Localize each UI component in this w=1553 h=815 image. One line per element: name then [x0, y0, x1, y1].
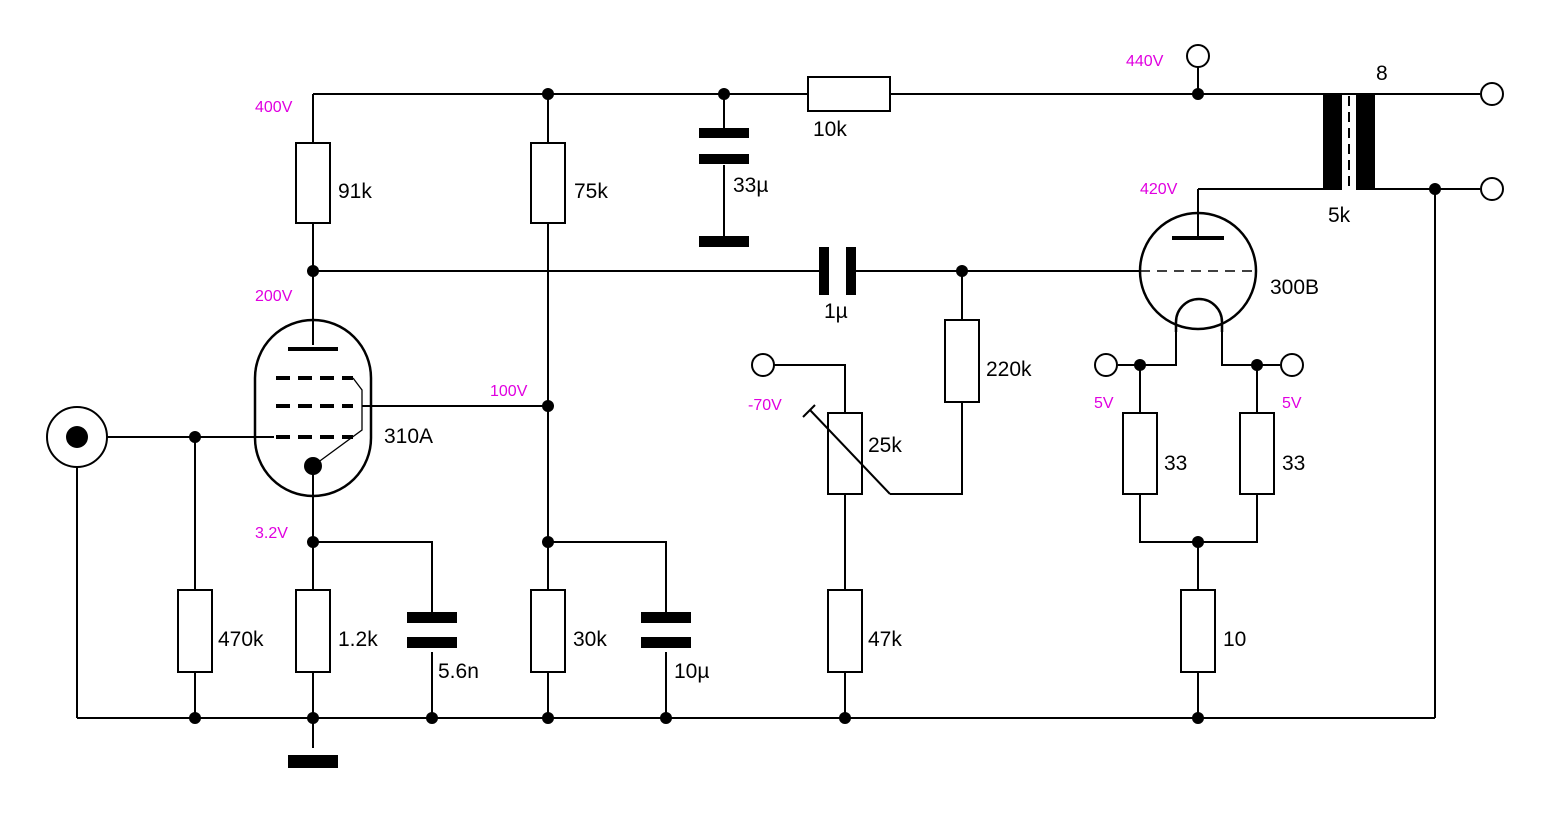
cap-33u-plate-a — [699, 128, 749, 138]
terminals — [46, 44, 1504, 468]
ground-symbol — [288, 755, 338, 768]
label-220k: 220k — [986, 358, 1032, 381]
cap-1u-plate-b — [846, 247, 856, 295]
resistor-10k — [807, 76, 891, 112]
output-transformer — [1323, 94, 1375, 190]
resistor-33-left — [1122, 412, 1158, 495]
terminal-filament-left — [1094, 353, 1118, 377]
voltage-neg70v: -70V — [748, 397, 782, 414]
label-33-left: 33 — [1164, 452, 1187, 475]
cap-5n6-plate-b — [407, 637, 457, 648]
tube-300b-filament — [1174, 297, 1224, 332]
input-jack-center — [66, 426, 88, 448]
transformer-secondary-core — [1356, 94, 1375, 190]
ground-33u — [699, 236, 749, 247]
resistor-1-2k — [295, 589, 331, 673]
label-5-6n: 5.6n — [438, 660, 479, 683]
wire-30k-bypass — [548, 541, 667, 718]
label-10: 10 — [1223, 628, 1246, 651]
resistor-220k — [944, 319, 980, 403]
resistor-33-right — [1239, 412, 1275, 495]
cap-10u-plate-b — [641, 637, 691, 648]
label-10u: 10µ — [674, 660, 709, 683]
voltage-440v: 440V — [1126, 53, 1164, 70]
terminal-speaker-cold — [1480, 177, 1504, 201]
label-1u: 1µ — [824, 300, 848, 323]
terminal-filament-right — [1280, 353, 1304, 377]
terminal-bias — [751, 353, 775, 377]
label-1-2k: 1.2k — [338, 628, 378, 651]
voltage-3-2v: 3.2V — [255, 525, 288, 542]
wire-secondary — [1373, 188, 1480, 718]
voltage-200v: 200V — [255, 288, 293, 305]
resistor-10 — [1180, 589, 1216, 673]
label-10k: 10k — [813, 118, 847, 141]
wire-input — [76, 436, 274, 718]
label-30k: 30k — [573, 628, 607, 651]
label-47k: 47k — [868, 628, 902, 651]
label-33u: 33µ — [733, 174, 768, 197]
tube-310a-envelope — [253, 318, 373, 498]
resistor-30k — [530, 589, 566, 673]
resistor-91k — [295, 142, 331, 224]
label-310a: 310A — [384, 425, 433, 448]
resistor-75k — [530, 142, 566, 224]
tube-300b — [1138, 211, 1258, 332]
label-300b: 300B — [1270, 276, 1319, 299]
voltage-400v: 400V — [255, 99, 293, 116]
label-8: 8 — [1376, 62, 1388, 85]
label-25k: 25k — [868, 434, 902, 457]
voltage-100v: 100V — [490, 383, 528, 400]
terminal-speaker-hot — [1480, 82, 1504, 106]
resistors — [177, 76, 1275, 673]
wire-bias — [774, 364, 846, 718]
label-75k: 75k — [574, 180, 608, 203]
component-labels: 91k 75k 33µ 10k 1µ 220k 25k 47k 470k 1.2… — [218, 62, 1388, 683]
cap-10u-plate-a — [641, 612, 691, 623]
voltage-5v-right: 5V — [1282, 395, 1302, 412]
label-33-right: 33 — [1282, 452, 1305, 475]
voltage-420v: 420V — [1140, 181, 1178, 198]
cap-1u-plate-a — [819, 247, 829, 295]
potentiometer-25k — [827, 412, 863, 495]
voltage-5v-left: 5V — [1094, 395, 1114, 412]
transformer-primary-core — [1323, 94, 1342, 190]
resistor-470k — [177, 589, 213, 673]
wire-220k — [890, 271, 963, 495]
cap-33u-plate-b — [699, 154, 749, 164]
label-5k: 5k — [1328, 204, 1351, 227]
voltage-labels: 400V 440V 420V 200V 100V 3.2V -70V 5V 5V — [255, 53, 1302, 542]
resistor-47k — [827, 589, 863, 673]
junctions — [189, 88, 1441, 724]
terminal-440v — [1186, 44, 1210, 68]
cap-5n6-plate-a — [407, 612, 457, 623]
tube-310a — [253, 318, 373, 498]
pot-wiper-arrow — [802, 404, 891, 495]
label-91k: 91k — [338, 180, 372, 203]
label-470k: 470k — [218, 628, 264, 651]
capacitors — [288, 128, 856, 768]
